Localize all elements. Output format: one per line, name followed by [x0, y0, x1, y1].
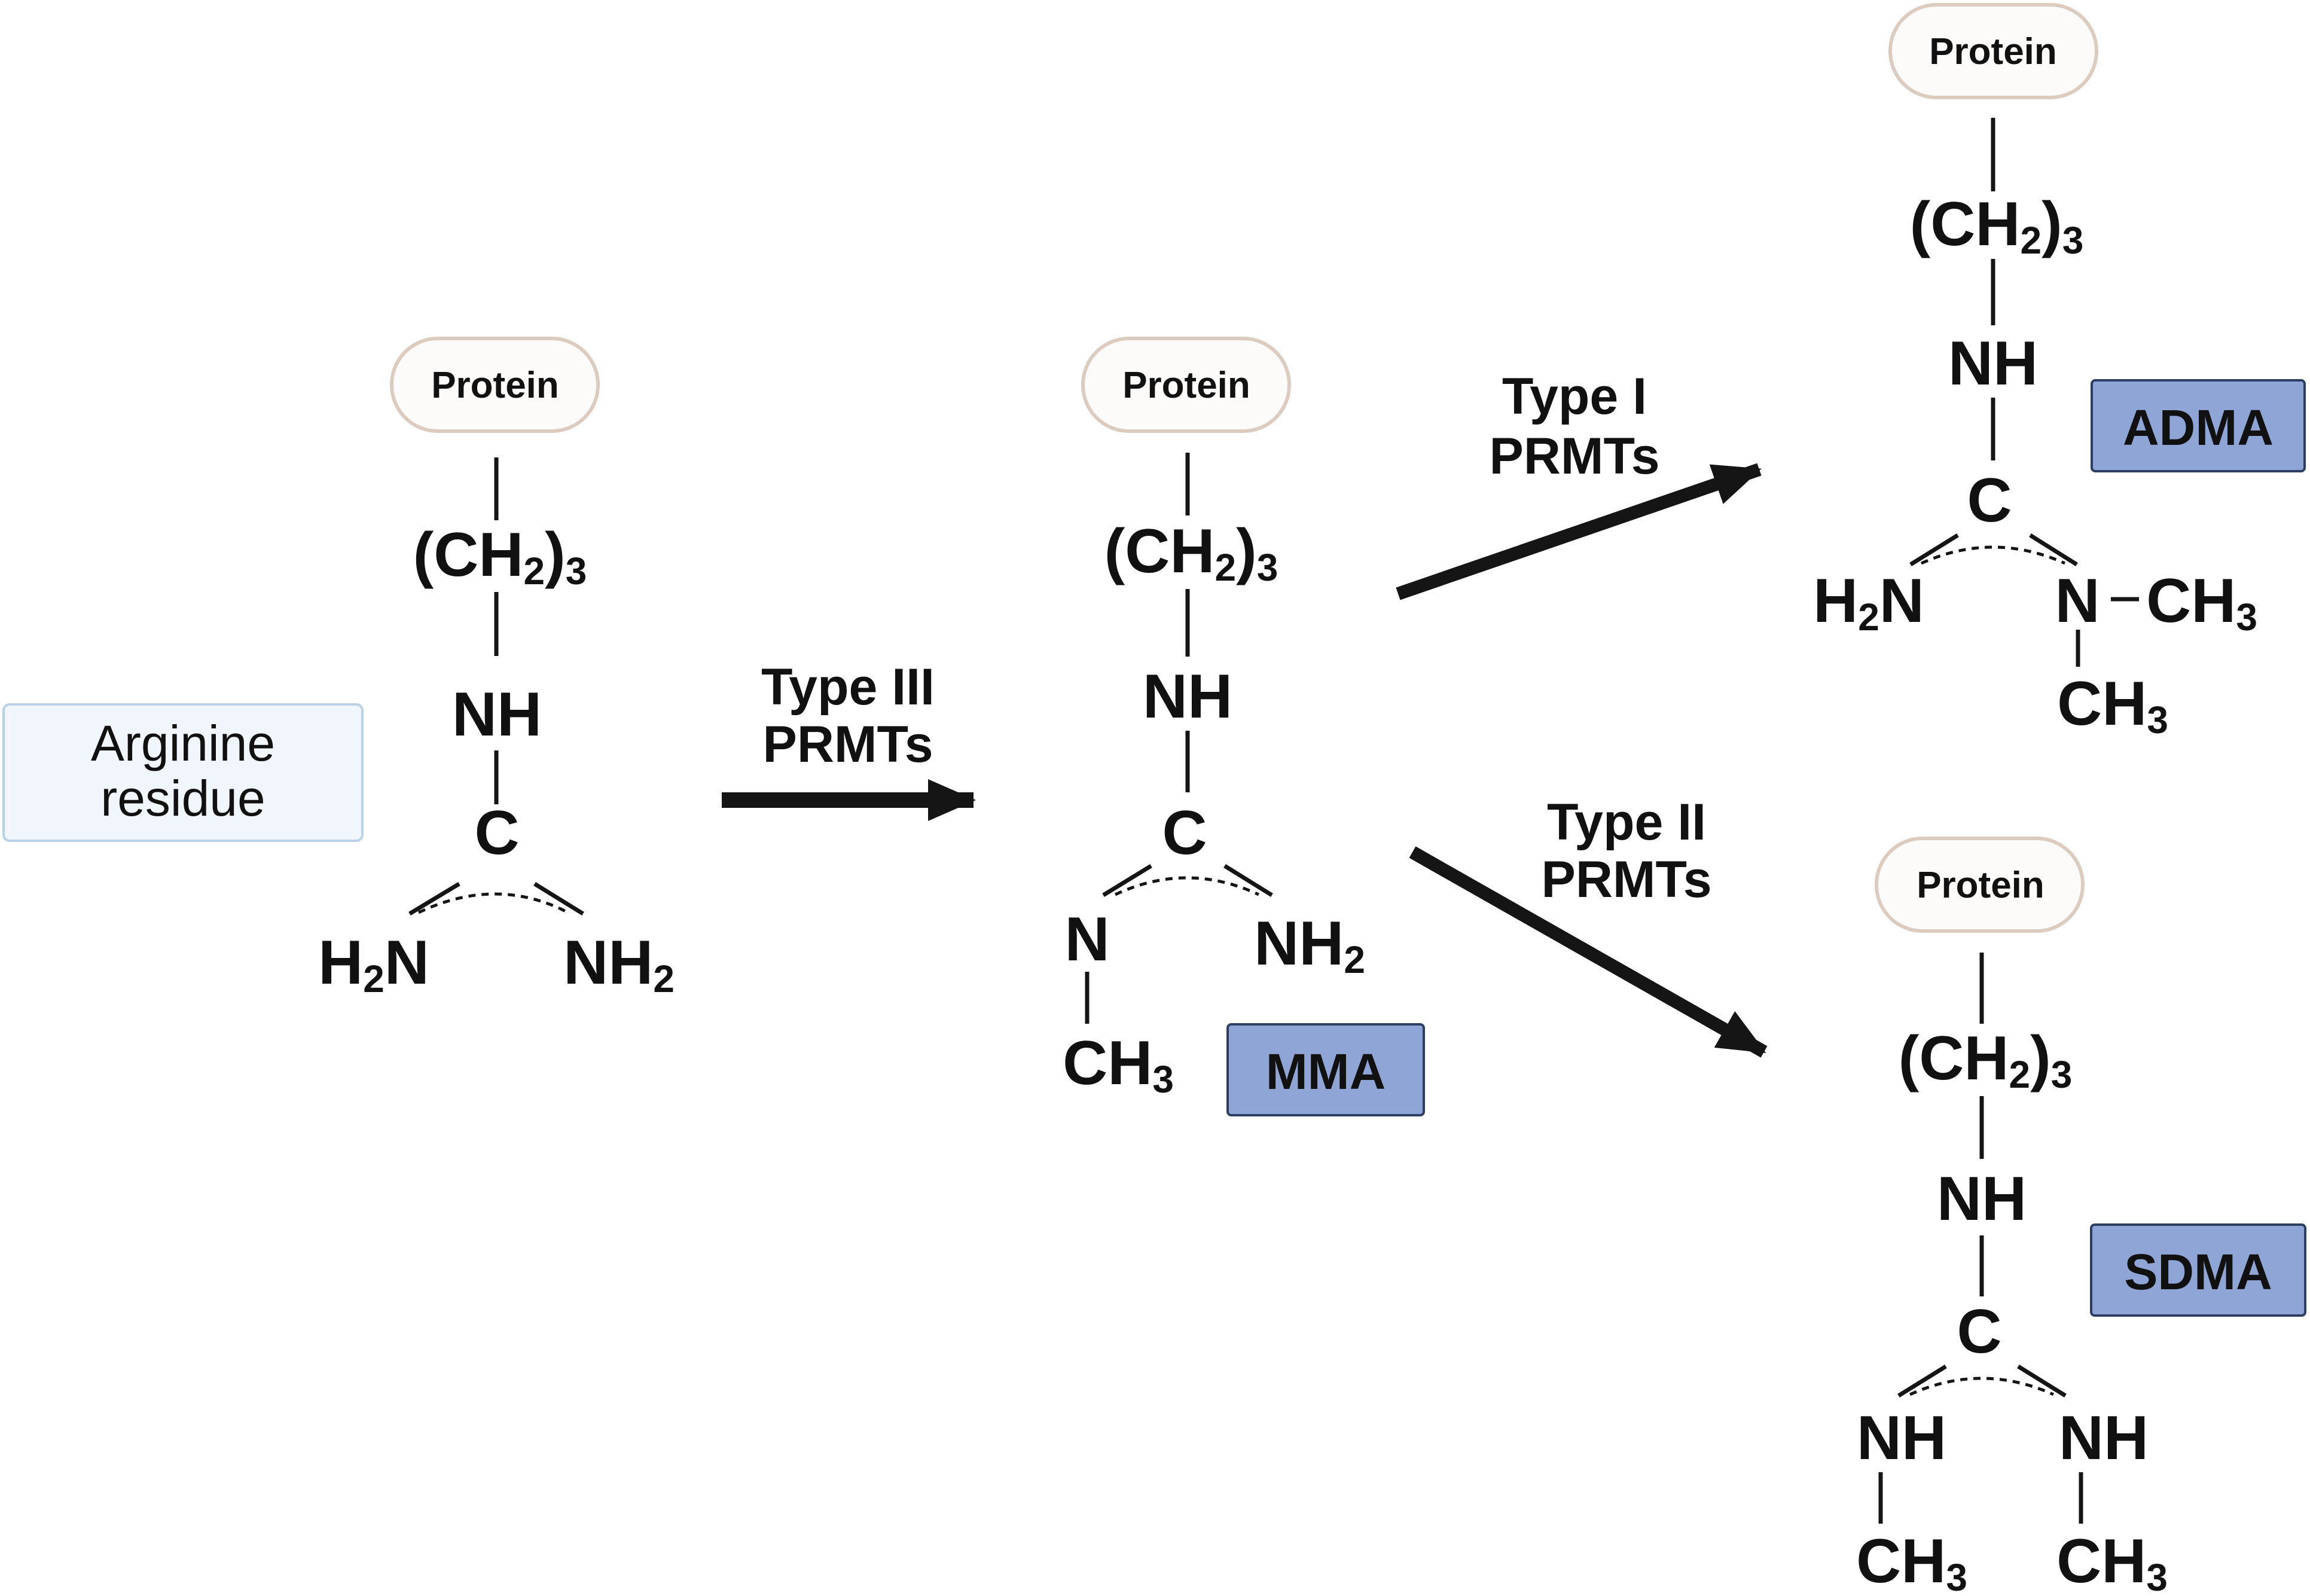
type3-arrow: Type III PRMTs [722, 658, 976, 821]
type3-label-line2: PRMTs [762, 716, 933, 773]
carbon-3: C [1967, 466, 2012, 535]
ch3-group-4b: CH3 [2056, 1527, 2168, 1596]
type1-label-line1: Type I [1502, 368, 1647, 425]
arginine-label-line2: residue [100, 770, 266, 826]
type2-label-line2: PRMTs [1541, 851, 1711, 908]
nh2-group-2: NH2 [1254, 909, 1365, 981]
protein-node-2: Protein [1081, 337, 1291, 433]
protein-node-4: Protein [1875, 837, 2085, 933]
arginine-label-line1: Arginine [91, 715, 275, 771]
sdma-structure [1878, 953, 2083, 1524]
nh-group-3: NH [1948, 329, 2038, 398]
nh-group-4b: NH [2059, 1403, 2149, 1473]
protein-label-3: Protein [1929, 31, 2057, 72]
adma-tag-label: ADMA [2123, 399, 2274, 456]
mma-tag: MMA [1226, 1023, 1425, 1116]
n-group-3: N [2055, 566, 2100, 636]
type2-arrow: Type II PRMTs [1409, 794, 1768, 1058]
protein-node-1: Protein [390, 337, 600, 433]
mma-tag-label: MMA [1266, 1043, 1386, 1100]
carbon-1: C [474, 798, 519, 868]
ch2-group-2: (CH2)3 [1104, 517, 1278, 589]
nh-group-4: NH [1937, 1164, 2027, 1234]
ch2-group-3: (CH2)3 [1910, 190, 2084, 262]
protein-label-1: Protein [431, 365, 559, 406]
ch3-group-3b: CH3 [2057, 669, 2168, 741]
protein-label-4: Protein [1917, 865, 2044, 906]
sdma-tag: SDMA [2090, 1223, 2306, 1317]
carbon-2: C [1162, 798, 1207, 868]
nh-group-4a: NH [1857, 1403, 1946, 1473]
carbon-4: C [1957, 1297, 2001, 1366]
nh-group-2: NH [1143, 662, 1232, 731]
nh2-group-1: NH2 [563, 928, 675, 1000]
mma-structure [1085, 453, 1273, 1024]
n-group-2: N [1064, 905, 1109, 974]
type3-label-line1: Type III [761, 658, 935, 716]
arginine-structure [408, 457, 584, 916]
type1-label-line2: PRMTs [1489, 428, 1659, 485]
sdma-tag-label: SDMA [2124, 1244, 2272, 1300]
type2-label-line1: Type II [1547, 794, 1706, 851]
h2n-group-3: H2N [1813, 566, 1924, 639]
ch3-group-2: CH3 [1063, 1029, 1174, 1101]
h2n-group-1: H2N [318, 928, 429, 1000]
adma-structure [1909, 118, 2139, 667]
ch3-group-3a: CH3 [2146, 566, 2257, 639]
adma-tag: ADMA [2091, 379, 2306, 472]
protein-label-2: Protein [1122, 365, 1250, 406]
type1-arrow: Type I PRMTs [1396, 368, 1762, 600]
protein-node-3: Protein [1888, 3, 2098, 99]
arginine-residue-label: Arginine residue [2, 703, 364, 842]
nh-group-1: NH [452, 680, 542, 749]
ch3-group-4a: CH3 [1856, 1527, 1967, 1596]
ch2-group-4: (CH2)3 [1899, 1024, 2073, 1096]
ch2-group-1: (CH2)3 [413, 520, 587, 593]
